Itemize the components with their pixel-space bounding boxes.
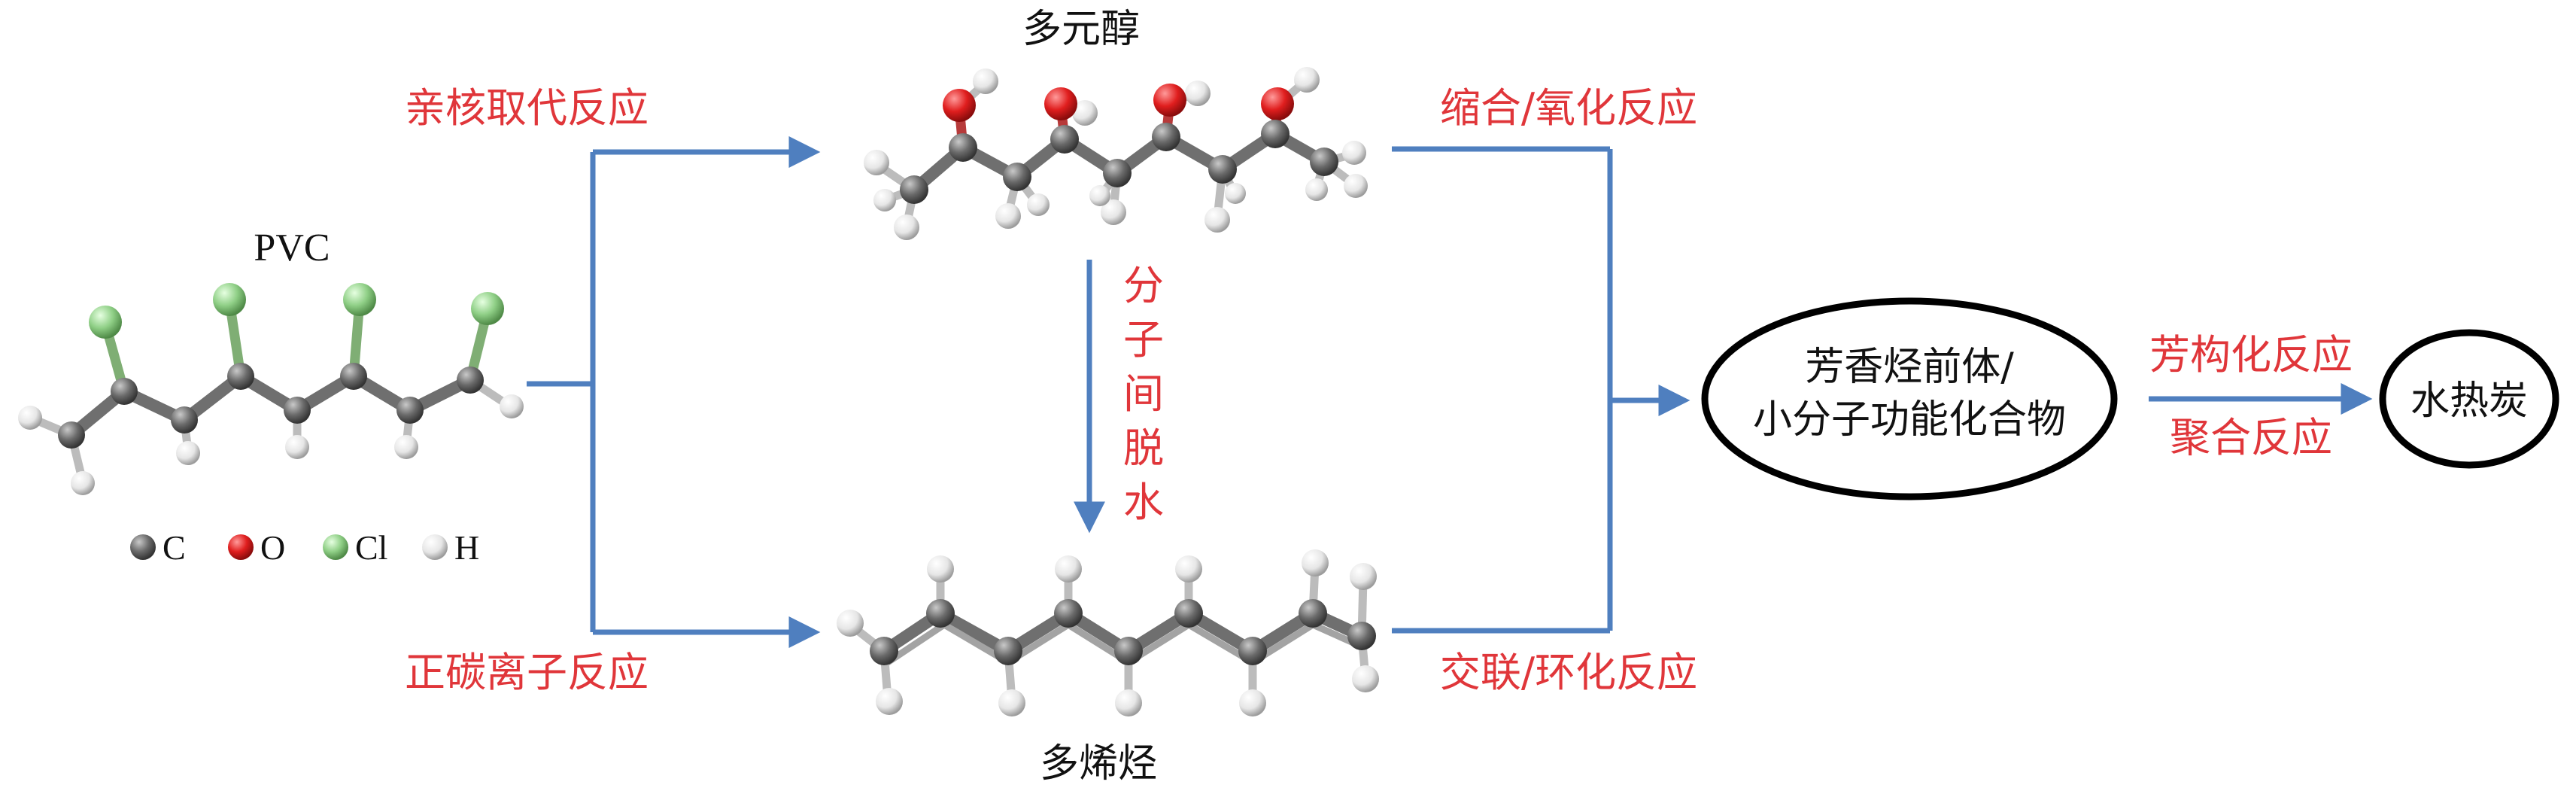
polyol-molecule <box>864 67 1368 240</box>
polymerization-label: 聚合反应 <box>2170 414 2332 461</box>
legend-chlorine-swatch <box>323 534 348 560</box>
polyene-label: 多烯烃 <box>1040 741 1157 786</box>
carbocation-reaction-label: 正碳离子反应 <box>405 649 649 696</box>
polyene-molecule <box>837 549 1379 716</box>
condensation-oxidation-label: 缩合/氧化反应 <box>1440 84 1697 132</box>
atom-legend: C O Cl H <box>130 528 479 567</box>
precursor-node <box>1701 297 2118 500</box>
dehydration-char-2: 子 <box>1123 316 1164 364</box>
legend-carbon-swatch <box>130 534 156 560</box>
dehydration-char-3: 间 <box>1123 370 1164 418</box>
dehydration-char-5: 水 <box>1123 479 1164 526</box>
hydrochar-node <box>2379 329 2559 469</box>
dehydration-label: 分 子 间 脱 水 <box>1123 262 1164 526</box>
legend-carbon-label: C <box>163 528 186 567</box>
pvc-branch-arrows <box>527 136 821 648</box>
dehydration-char-4: 脱 <box>1123 424 1164 472</box>
hydrochar-label: 水热炭 <box>2410 379 2528 424</box>
polyol-label: 多元醇 <box>1022 7 1140 52</box>
dehydration-char-1: 分 <box>1123 262 1164 309</box>
legend-oxygen-swatch <box>228 534 254 560</box>
legend-hydrogen-swatch <box>422 534 448 560</box>
legend-chlorine-label: Cl <box>355 528 387 567</box>
crosslink-cyclization-label: 交联/环化反应 <box>1440 649 1697 696</box>
legend-hydrogen-label: H <box>454 528 479 567</box>
pvc-label: PVC <box>254 227 330 269</box>
precursor-label-line1: 芳香烃前体/ <box>1805 345 2014 390</box>
precursor-label-line2: 小分子功能化合物 <box>1753 397 2066 443</box>
aromatization-label: 芳构化反应 <box>2149 331 2353 379</box>
merge-arrows <box>1392 146 1690 634</box>
nucleophilic-substitution-label: 亲核取代反应 <box>405 84 649 132</box>
pvc-molecule <box>18 283 524 495</box>
legend-oxygen-label: O <box>260 528 285 567</box>
